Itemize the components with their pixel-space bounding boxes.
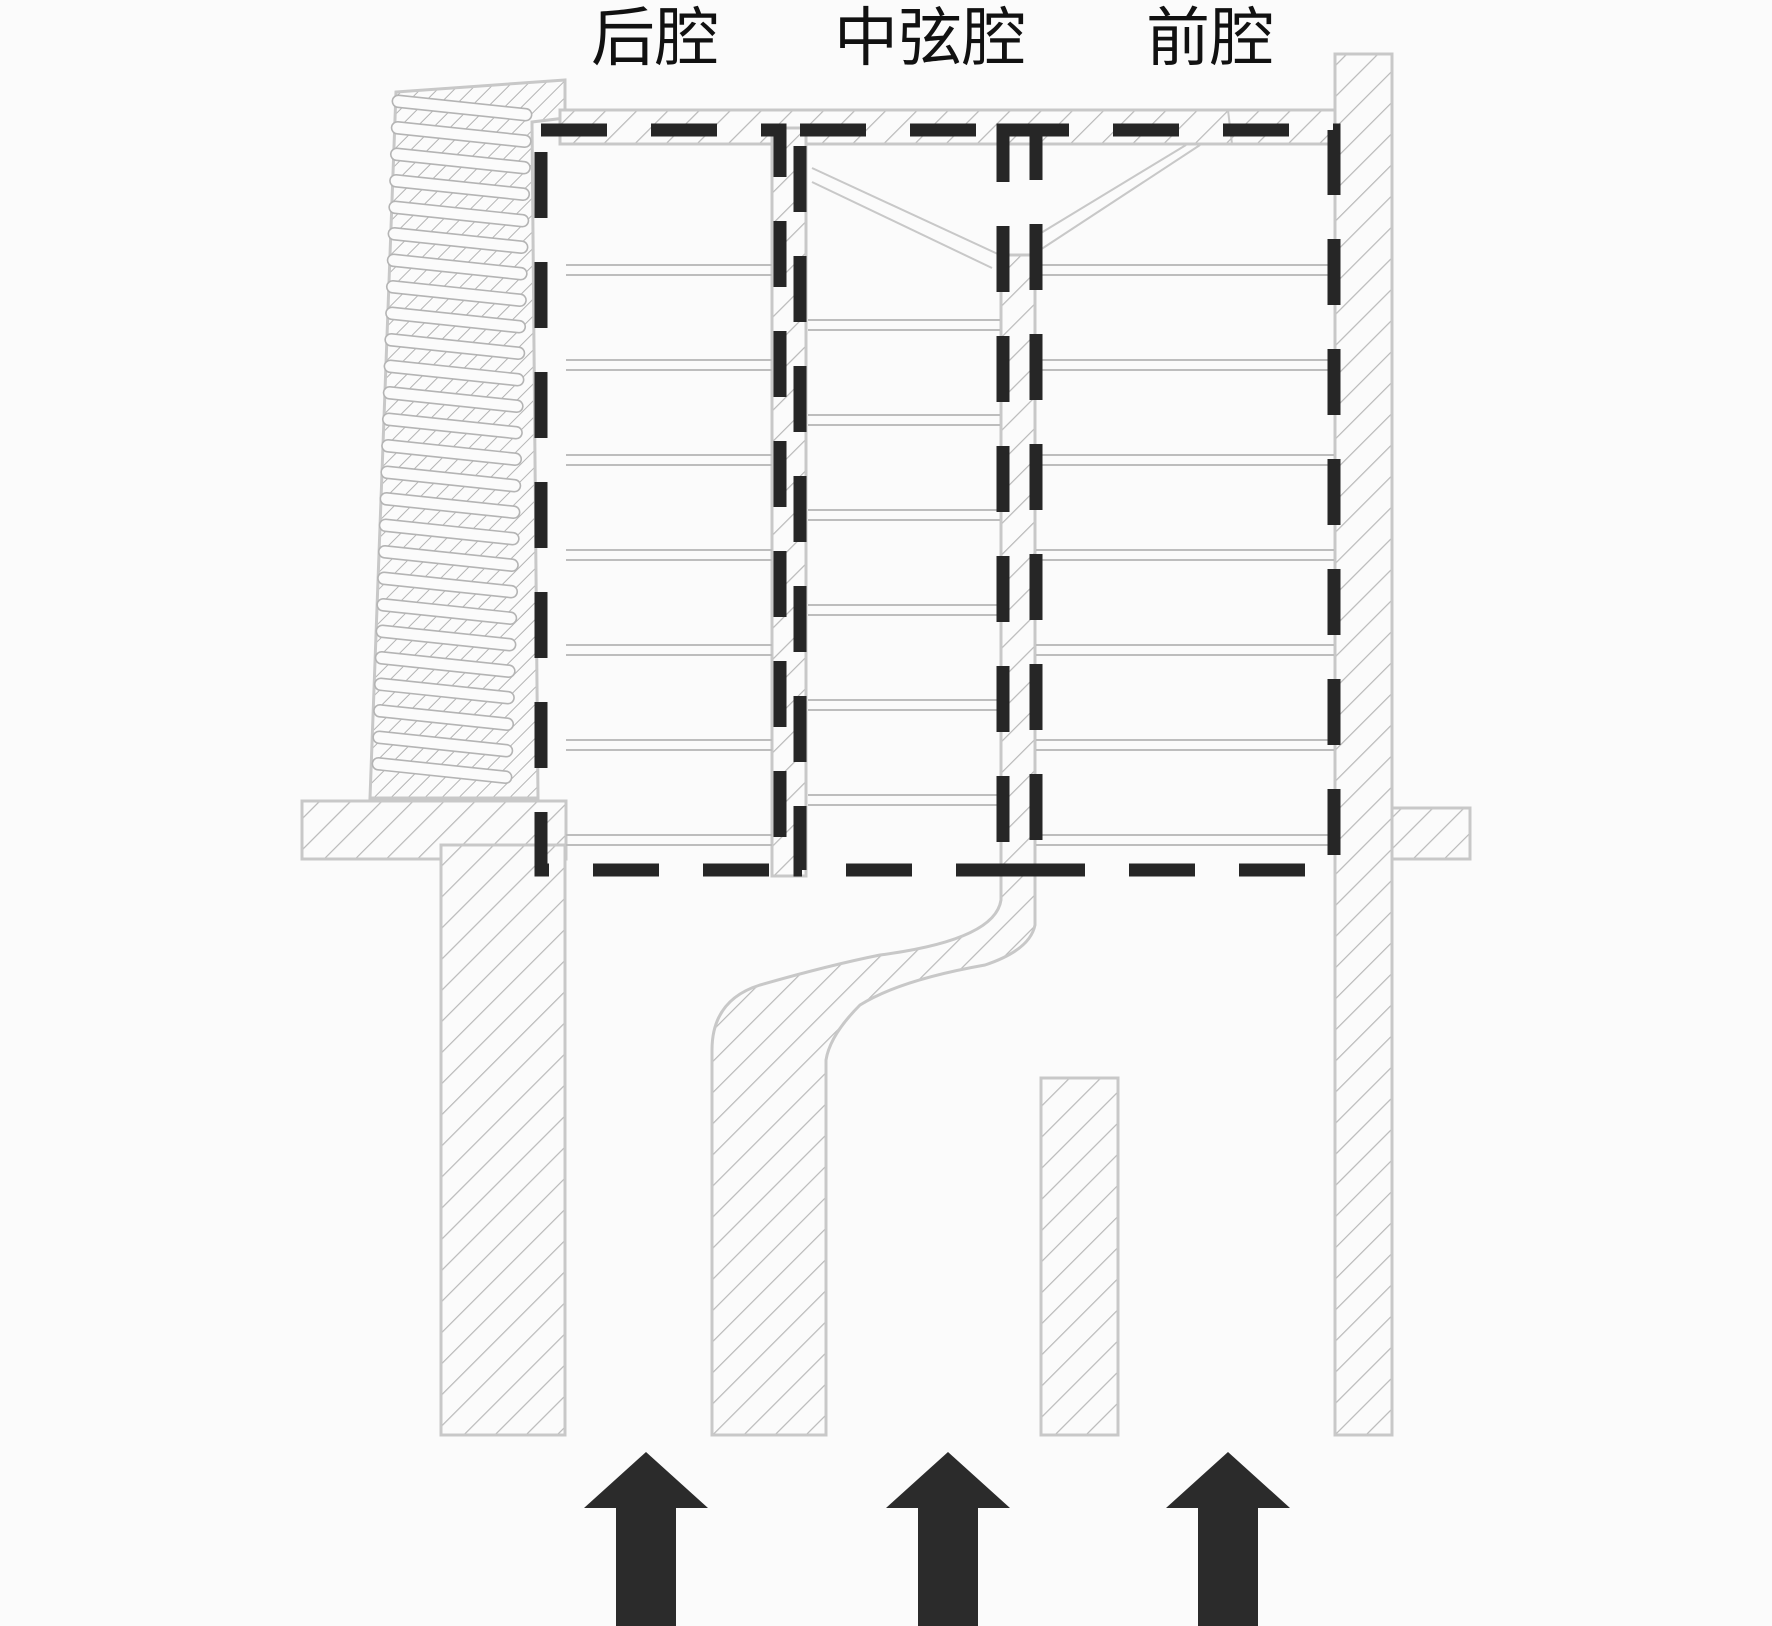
- mid-cavity-rib: [808, 604, 1000, 616]
- front-cavity-rib: [1036, 549, 1334, 561]
- rear-cavity-rib: [566, 834, 772, 846]
- label-rear-cavity: 后腔: [591, 2, 719, 76]
- rear-cavity-rib: [566, 359, 772, 371]
- cavity-boundaries: [534, 123, 1341, 877]
- blade-shell: [300, 52, 1472, 1437]
- front-cavity-rib: [1036, 834, 1334, 846]
- trailing-edge-slot: [373, 677, 515, 705]
- front-cavity-rib: [1036, 264, 1334, 276]
- mid-cavity-inflow-arrow: [886, 1452, 1010, 1626]
- front-cavity-rib: [1036, 739, 1334, 751]
- trailing-edge-slot: [381, 439, 523, 466]
- turbulator-ribs: [566, 264, 1334, 846]
- front-strut: [1039, 144, 1201, 251]
- trailing-edge-slots: [368, 78, 567, 800]
- label-front-cavity: 前腔: [1146, 2, 1274, 76]
- rear-cavity-boundary: [534, 123, 787, 877]
- trailing-edge-slot: [373, 704, 515, 731]
- trailing-edge-slot: [372, 730, 514, 758]
- front-cavity-boundary: [996, 123, 1341, 877]
- trailing-edge-slot: [376, 598, 518, 625]
- trailing-edge-slot: [389, 147, 531, 175]
- trailing-edge-slot: [379, 492, 521, 519]
- trailing-edge-slot: [389, 174, 531, 201]
- trailing-edge-slot: [375, 624, 517, 652]
- mid-cavity-rib: [808, 319, 1000, 331]
- left-root-flange: [300, 799, 568, 861]
- trailing-edge-slot: [377, 545, 519, 572]
- rear-cavity-inflow-arrow: [584, 1452, 708, 1626]
- rear-shank: [439, 843, 567, 1437]
- label-mid-chord-cavity: 中弦腔: [834, 2, 1026, 76]
- mid-rib-curved-shank: [710, 253, 1037, 1437]
- trailing-edge-slot: [391, 94, 533, 122]
- trailing-edge-slot: [384, 333, 526, 360]
- mid-cavity-rib: [808, 794, 1000, 806]
- trailing-edge-slot: [385, 280, 527, 307]
- front-cavity-rib: [1036, 644, 1334, 656]
- trailing-edge-slot: [381, 412, 523, 440]
- mid-strut-left: [811, 167, 1001, 256]
- trailing-edge-slot: [374, 651, 516, 678]
- mid-cavity-rib: [808, 414, 1000, 426]
- front-rib-stub: [1039, 1076, 1120, 1437]
- mid-chord-cavity-boundary: [793, 123, 1043, 877]
- trailing-edge-slot: [382, 386, 524, 413]
- mid-strut-left-inner: [811, 181, 993, 269]
- mid-cavity-rib: [808, 509, 1000, 521]
- trailing-edge-slot: [388, 200, 530, 228]
- coolant-inlet-arrows: [584, 1452, 1290, 1626]
- leading-edge-wall: [1333, 52, 1394, 1437]
- front-cavity-rib: [1036, 454, 1334, 466]
- trailing-edge-slot: [377, 571, 519, 599]
- trailing-edge-slot: [390, 121, 532, 148]
- trailing-edge-slot: [386, 253, 528, 281]
- front-cavity-inflow-arrow: [1166, 1452, 1290, 1626]
- rear-cavity-rib: [566, 264, 772, 276]
- rear-cavity-rib: [566, 549, 772, 561]
- trailing-edge-slot: [383, 359, 525, 387]
- trailing-edge-slot: [387, 227, 529, 254]
- top-struts: [811, 109, 1233, 269]
- rear-cavity-rib: [566, 644, 772, 656]
- mid-cavity-rib: [808, 699, 1000, 711]
- trailing-edge-slot: [385, 306, 527, 334]
- trailing-edge-slot-rows: [371, 94, 533, 784]
- front-cavity-rib: [1036, 359, 1334, 371]
- front-strut-inner: [1035, 144, 1187, 237]
- trailing-edge-slot: [380, 465, 522, 493]
- rear-cavity-rib: [566, 739, 772, 751]
- rear-cavity-rib: [566, 454, 772, 466]
- trailing-edge-slot: [378, 518, 520, 546]
- trailing-edge-slot: [371, 757, 513, 784]
